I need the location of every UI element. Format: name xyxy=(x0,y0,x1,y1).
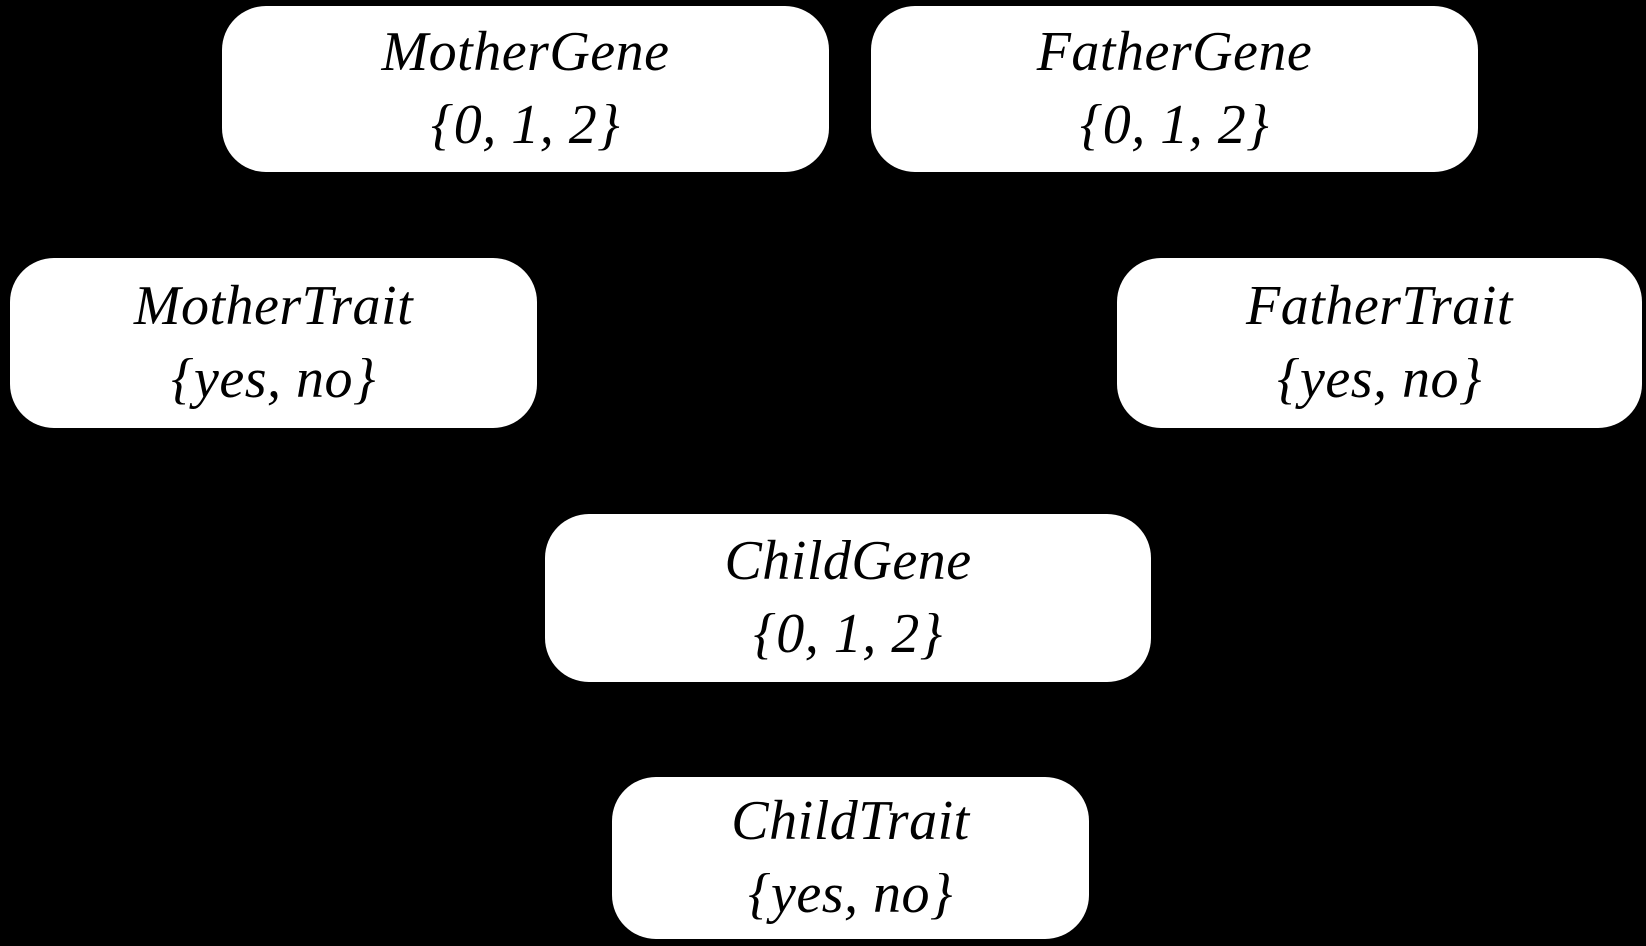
node-domain: {yes, no} xyxy=(1277,348,1482,410)
node-domain: {yes, no} xyxy=(171,348,376,410)
node-domain: {yes, no} xyxy=(748,863,953,925)
node-domain: {0, 1, 2} xyxy=(753,603,943,665)
node-mothergene: MotherGene {0, 1, 2} xyxy=(222,6,829,172)
node-label: ChildGene xyxy=(724,530,972,592)
node-fathergene: FatherGene {0, 1, 2} xyxy=(871,6,1478,172)
node-childgene: ChildGene {0, 1, 2} xyxy=(545,514,1151,682)
node-label: FatherGene xyxy=(1036,21,1313,83)
node-label: MotherTrait xyxy=(133,275,414,337)
node-mothertrait: MotherTrait {yes, no} xyxy=(10,258,537,428)
node-domain: {0, 1, 2} xyxy=(430,94,621,156)
node-label: FatherTrait xyxy=(1246,275,1513,337)
node-label: ChildTrait xyxy=(731,790,970,852)
node-fathertrait: FatherTrait {yes, no} xyxy=(1117,258,1642,428)
node-domain: {0, 1, 2} xyxy=(1079,94,1270,156)
node-label: MotherGene xyxy=(381,21,670,83)
node-childtrait: ChildTrait {yes, no} xyxy=(612,777,1089,939)
